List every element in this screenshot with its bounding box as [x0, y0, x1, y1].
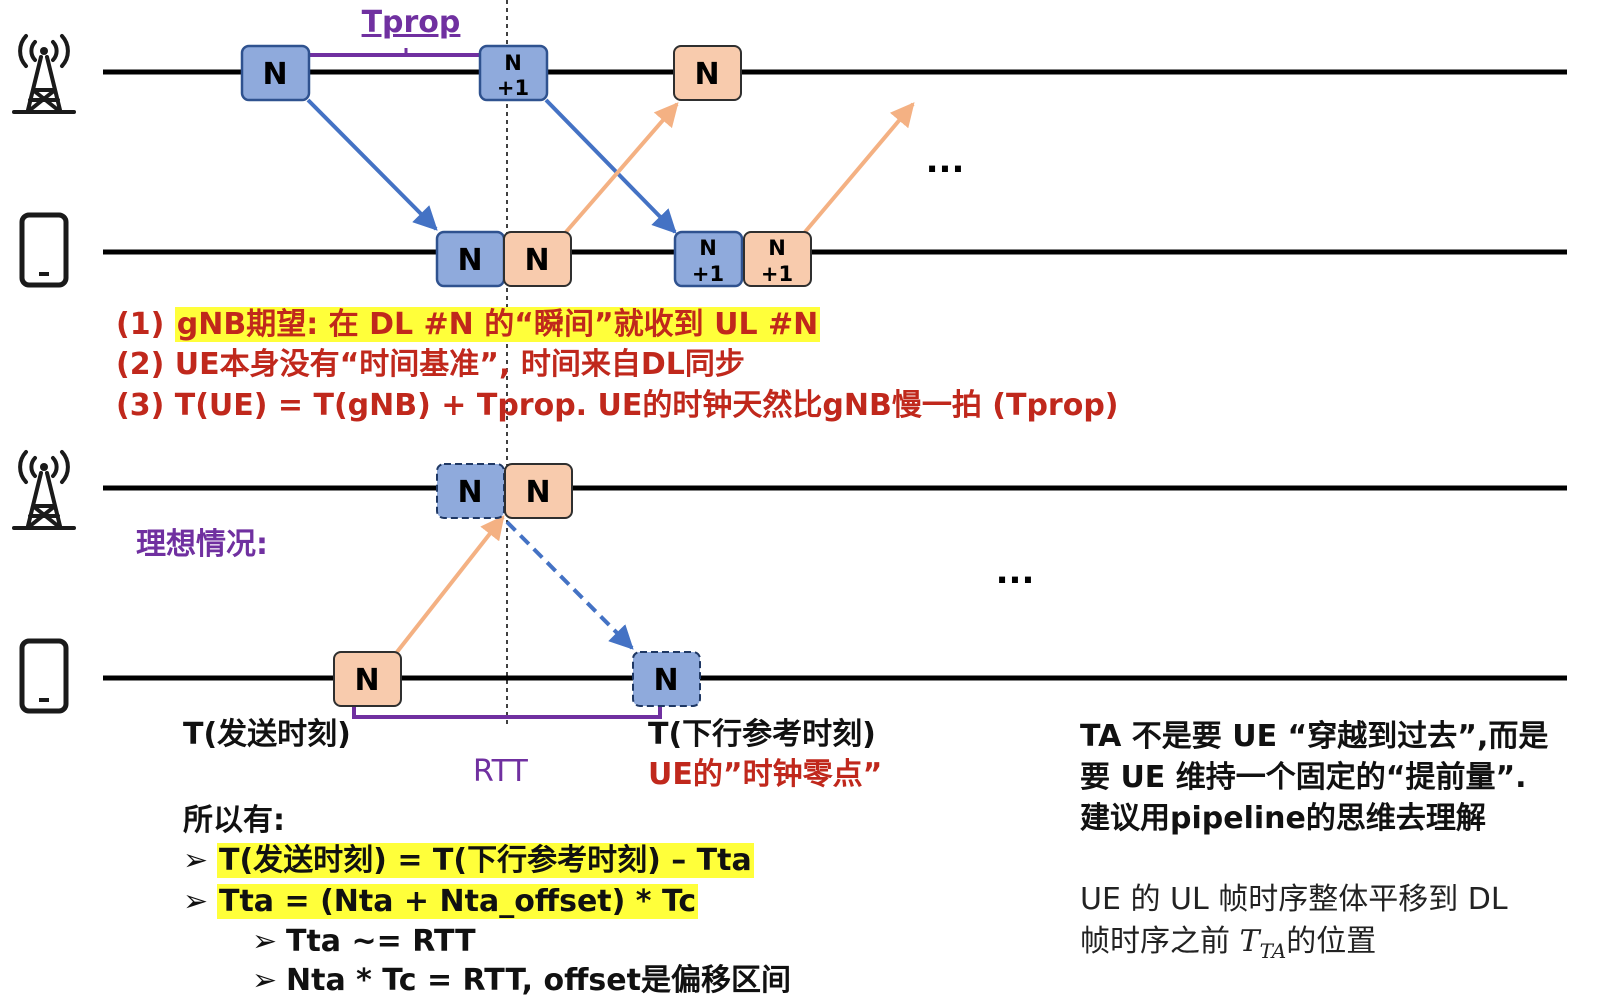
svg-text:+1: +1 [497, 76, 529, 100]
gnb-ul-frame-n: N [673, 45, 742, 101]
svg-text:N: N [262, 57, 287, 92]
bullet-arrow-icon: ➢ [252, 963, 278, 998]
svg-text:N: N [694, 57, 719, 92]
gnb-frame-n: N [240, 44, 311, 102]
side-note-line-1: TA 不是要 UE “穿越到过去”,而是 [1080, 719, 1549, 754]
tprop-label: Tprop [362, 5, 461, 40]
rtt-label: RTT [473, 754, 528, 789]
dl-reference-time-label: T(下行参考时刻) [648, 717, 876, 752]
ue-phone-icon-bottom [19, 638, 69, 714]
svg-text:N: N [457, 475, 482, 510]
dl-arrow-dashed [505, 520, 634, 650]
formula-item-1: ➢T(发送时刻) = T(下行参考时刻) – Tta [183, 843, 754, 878]
send-time-label: T(发送时刻) [183, 717, 351, 752]
formula-item-3: ➢Tta ~= RTT [252, 924, 476, 959]
svg-text:N: N [525, 475, 550, 510]
side-note-line-5: 帧时序之前 TTA的位置 [1080, 924, 1377, 963]
note-line-1-highlight: gNB期望: 在 DL #N 的“瞬间”就收到 UL #N [174, 307, 821, 342]
side-note-line-4: UE 的 UL 帧时序整体平移到 DL [1080, 882, 1508, 917]
ideal-case-label: 理想情况: [136, 527, 268, 562]
side-note-line-3: 建议用pipeline的思维去理解 [1080, 801, 1486, 836]
svg-text:+1: +1 [692, 262, 724, 286]
svg-text:N: N [354, 663, 379, 698]
dl-arrow-n [306, 98, 438, 231]
ue-ul-frame-n: N [503, 231, 572, 287]
ul-arrow-n1 [803, 102, 915, 234]
note-line-1: (1) gNB期望: 在 DL #N 的“瞬间”就收到 UL #N [116, 307, 821, 342]
tprop-bracket [306, 53, 484, 60]
note-line-3: (3) T(UE) = T(gNB) + Tprop. UE的时钟天然比gNB慢… [116, 388, 1119, 423]
ue-phone-icon [19, 212, 69, 288]
ue-ul-frame-n-plus-1: N +1 [743, 231, 812, 287]
ul-arrow-n [564, 102, 679, 234]
bullet-arrow-icon: ➢ [252, 924, 278, 959]
svg-text:N: N [524, 243, 549, 278]
bottom-ellipsis: ... [996, 552, 1035, 592]
gnb-tower-icon-bottom [12, 450, 76, 530]
bullet-arrow-icon: ➢ [183, 884, 209, 919]
gnb-ul-frame-n-received: N [504, 463, 573, 519]
formula-item-4: ➢Nta * Tc = RTT, offset是偏移区间 [252, 963, 791, 998]
top-ellipsis: ... [926, 141, 965, 181]
rtt-bracket [352, 707, 662, 719]
dl-arrow-n1 [544, 98, 677, 234]
ue-dl-frame-n: N [435, 230, 506, 288]
svg-text:+1: +1 [761, 262, 793, 286]
svg-text:N: N [504, 51, 522, 75]
svg-text:N: N [653, 663, 678, 698]
ue-dl-frame-n-dashed: N [632, 651, 701, 707]
svg-text:N: N [768, 236, 786, 260]
side-note-line-2: 要 UE 维持一个固定的“提前量”. [1080, 760, 1527, 795]
formula-intro: 所以有: [183, 803, 285, 838]
note-line-2: (2) UE本身没有“时间基准”, 时间来自DL同步 [116, 347, 745, 382]
gnb-tower-icon [12, 34, 76, 114]
formula-item-2: ➢Tta = (Nta + Nta_offset) * Tc [183, 884, 699, 919]
bullet-arrow-icon: ➢ [183, 843, 209, 878]
svg-text:N: N [457, 243, 482, 278]
gnb-dl-frame-n-dashed: N [436, 463, 505, 519]
ue-clock-zero-label: UE的”时钟零点” [648, 757, 883, 792]
ue-ul-frame-n-sent: N [333, 651, 402, 707]
svg-text:N: N [699, 236, 717, 260]
ue-dl-frame-n-plus-1: N +1 [673, 230, 744, 288]
ul-arrow-advanced [395, 515, 505, 654]
gnb-frame-n-plus-1: N +1 [478, 44, 549, 102]
